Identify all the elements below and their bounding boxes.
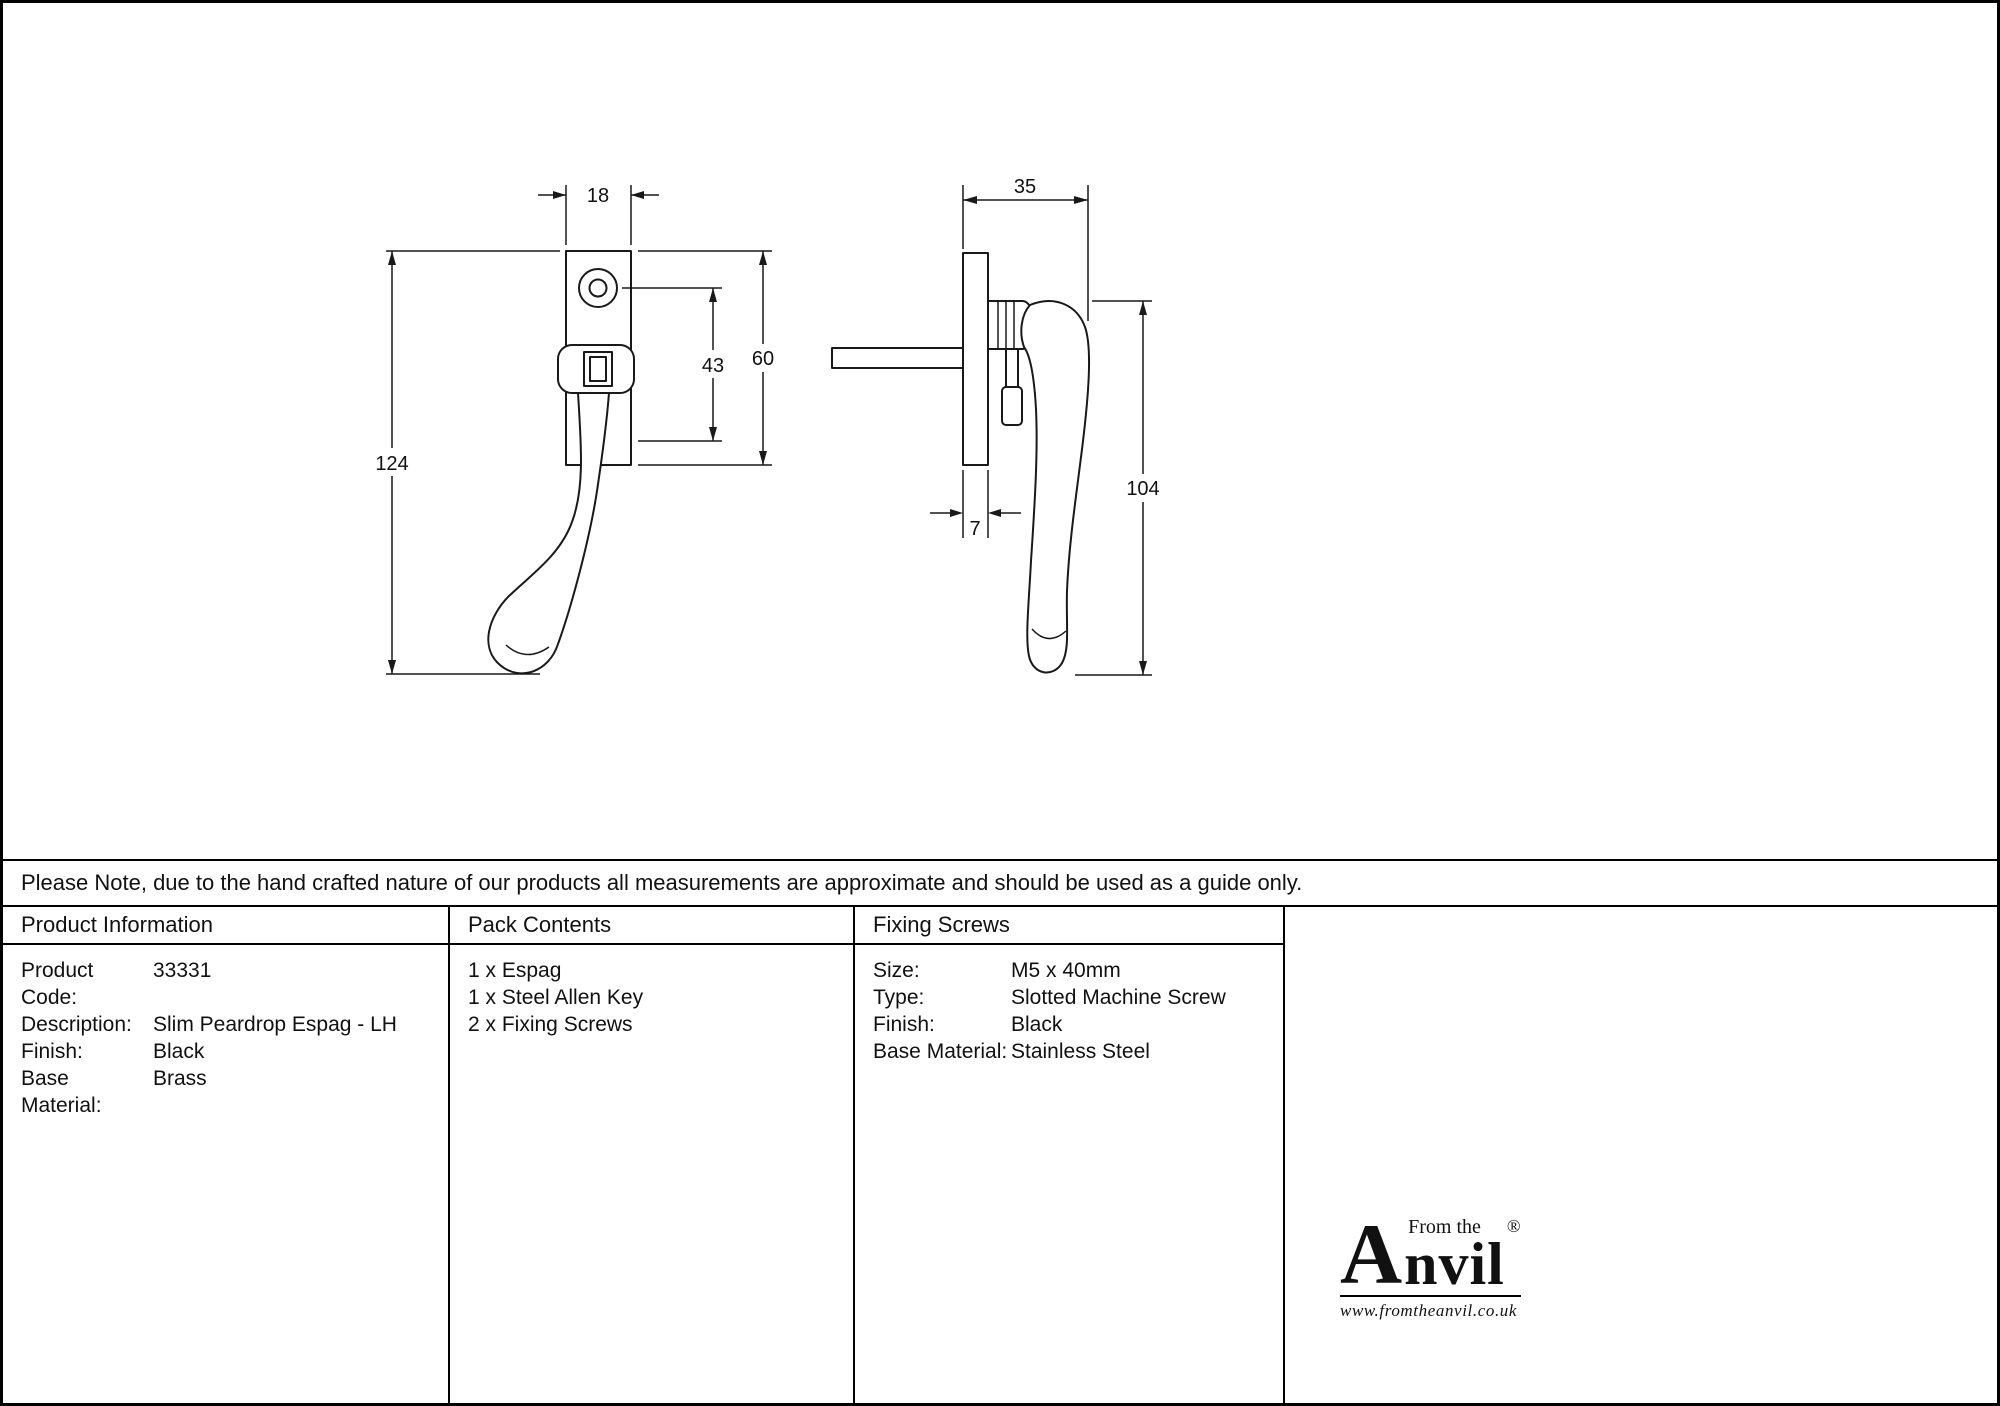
side-handle xyxy=(1020,300,1091,674)
row-value: 33331 xyxy=(153,959,212,982)
table-row: Finish: Black xyxy=(873,1011,1275,1038)
logo-from-the: From the xyxy=(1408,1216,1481,1239)
row-value: Black xyxy=(1011,1013,1063,1036)
dim-side-handle-height: 104 xyxy=(1126,478,1159,500)
table-row: Type: Slotted Machine Screw xyxy=(873,984,1275,1011)
dim-side-depth: 35 xyxy=(1014,176,1036,198)
pack-contents-header: Pack Contents xyxy=(450,907,855,945)
drawing-area: 18 124 43 xyxy=(3,3,1997,859)
row-label: Type: xyxy=(873,986,925,1009)
logo-nvil: nvil xyxy=(1404,1231,1505,1298)
table-row: Base Material: Stainless Steel xyxy=(873,1038,1275,1065)
row-value: M5 x 40mm xyxy=(1011,959,1121,982)
side-neck xyxy=(1005,346,1019,390)
front-screw-hole-inner xyxy=(588,278,608,298)
logo-cell: A From the nvil ® www.fromtheanvil.co.uk xyxy=(1285,907,1997,1403)
row-value: Black xyxy=(153,1040,205,1063)
list-item: 1 x Steel Allen Key xyxy=(468,986,644,1009)
row-label: Description: xyxy=(21,1013,132,1036)
dim-front-hole-spacing: 43 xyxy=(702,355,724,377)
dim-front-overall-height: 124 xyxy=(375,453,408,475)
table-row: Finish: Black xyxy=(21,1038,440,1065)
front-spindle-slot xyxy=(589,356,607,382)
row-value: Stainless Steel xyxy=(1011,1040,1150,1063)
row-label: Base Material: xyxy=(873,1040,1008,1063)
pack-contents-body: 1 x Espag 1 x Steel Allen Key 2 x Fixing… xyxy=(450,945,855,1403)
row-label: Size: xyxy=(873,959,920,982)
technical-drawing: 18 124 43 xyxy=(375,176,1160,676)
logo-anvil-a: A xyxy=(1340,1205,1403,1302)
row-label: Base Material: xyxy=(21,1067,102,1117)
logo-wordmark: A From the nvil ® xyxy=(1340,1205,1521,1302)
registered-trademark-icon: ® xyxy=(1506,1216,1521,1237)
row-label: Finish: xyxy=(873,1013,935,1036)
list-item: 1 x Espag xyxy=(468,959,562,982)
front-handle-shade-line xyxy=(505,644,550,656)
row-label: Finish: xyxy=(21,1040,83,1063)
side-handle-shade-line xyxy=(1031,628,1067,640)
note-text: Please Note, due to the hand crafted nat… xyxy=(21,870,1303,895)
product-info-body: Product Code: 33331 Description: Slim Pe… xyxy=(3,945,450,1403)
row-value: Slim Peardrop Espag - LH xyxy=(153,1013,397,1036)
fixing-screws-body: Size: M5 x 40mm Type: Slotted Machine Sc… xyxy=(855,945,1285,1403)
row-value: Slotted Machine Screw xyxy=(1011,986,1226,1009)
side-spindle xyxy=(831,347,964,369)
side-dimensions: 35 7 104 xyxy=(930,176,1160,676)
row-label: Product Code: xyxy=(21,959,94,1009)
side-pin xyxy=(1001,386,1023,426)
table-row: Base Material: Brass xyxy=(21,1065,440,1119)
front-dimensions: 18 124 43 xyxy=(375,185,774,675)
table-row: Product Code: 33331 xyxy=(21,957,440,1011)
fixing-screws-header: Fixing Screws xyxy=(855,907,1285,945)
dim-side-plate-thickness: 7 xyxy=(969,518,980,540)
brand-logo: A From the nvil ® www.fromtheanvil.co.uk xyxy=(1340,1205,1521,1321)
front-handle xyxy=(487,392,610,675)
logo-website: www.fromtheanvil.co.uk xyxy=(1340,1295,1521,1321)
note-row: Please Note, due to the hand crafted nat… xyxy=(3,859,1997,905)
info-table: Product Information Pack Contents Fixing… xyxy=(3,905,1997,1403)
front-view xyxy=(487,250,635,675)
dim-front-width: 18 xyxy=(587,185,609,207)
table-row: Size: M5 x 40mm xyxy=(873,957,1275,984)
list-item: 2 x Fixing Screws xyxy=(468,1013,633,1036)
table-row: Description: Slim Peardrop Espag - LH xyxy=(21,1011,440,1038)
dim-front-plate-height: 60 xyxy=(752,348,774,370)
row-value: Brass xyxy=(153,1067,207,1090)
side-view xyxy=(831,252,1091,674)
product-info-header: Product Information xyxy=(3,907,450,945)
side-backplate xyxy=(962,252,989,466)
